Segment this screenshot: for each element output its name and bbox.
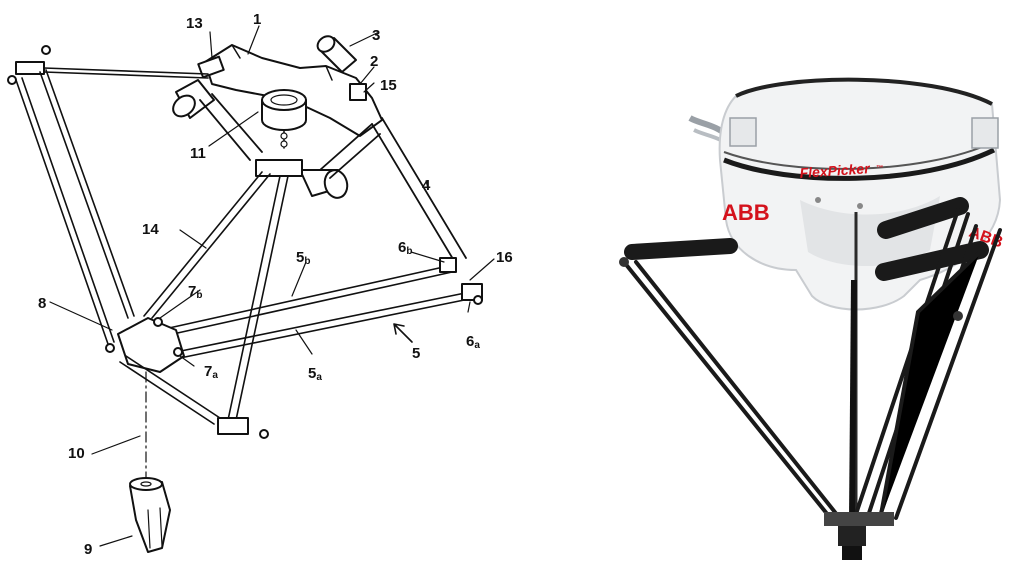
brand-logo: ABB [722, 200, 770, 225]
left-rod-inner [39, 69, 135, 319]
traveling-plate [824, 512, 894, 526]
joint-7a [173, 347, 183, 357]
side-bracket-left [729, 117, 757, 147]
traveling-plate [117, 317, 185, 373]
label-4: 4 [422, 177, 431, 194]
label-15: 15 [380, 77, 397, 94]
upper-arm-left [624, 238, 738, 260]
joint-6a [473, 295, 483, 305]
screw [857, 203, 863, 209]
joint-7b [153, 317, 163, 327]
screw [815, 197, 821, 203]
label-2: 2 [370, 53, 378, 70]
label-1: 1 [253, 11, 261, 28]
bottom-bracket [217, 417, 249, 435]
label-5: 5 [412, 345, 420, 362]
label-3: 3 [372, 27, 380, 44]
label-14: 14 [142, 221, 159, 238]
upper-arm-left [199, 93, 263, 161]
upper-arm-right-2 [875, 241, 989, 281]
patent-labels: 1 2 3 4 5 5a 5b 6a 6b 7a 7b 8 9 10 11 13 14 15 16 [38, 11, 513, 558]
upper-arm-right-1 [877, 197, 969, 239]
rod-joint [953, 311, 963, 321]
label-8: 8 [38, 295, 46, 312]
rod-joint [619, 257, 629, 267]
gripper-tip [842, 546, 862, 560]
label-13: 13 [186, 15, 203, 32]
center-motor-11 [261, 89, 307, 149]
label-11: 11 [190, 145, 206, 162]
label-16: 16 [496, 249, 513, 266]
gripper-tool [838, 526, 866, 546]
motor-front [299, 169, 349, 199]
left-rod-outer [15, 77, 115, 345]
robot-body-shading [800, 196, 940, 267]
label-6a: 6a [466, 333, 480, 351]
center-shaft-lower [849, 279, 857, 521]
joint-left [7, 75, 17, 85]
lower-rod-left [119, 355, 221, 425]
joint-8 [105, 343, 115, 353]
delta-robot-patent-drawing [7, 25, 495, 553]
gripper-9 [129, 477, 171, 553]
label-10: 10 [68, 445, 85, 462]
center-bracket [255, 159, 303, 177]
arrow-5 [393, 323, 413, 343]
product-name: FlexPicker [799, 160, 872, 181]
label-9: 9 [84, 541, 92, 558]
base-plate-edge [231, 44, 333, 81]
label-7b-subscript: b [196, 290, 202, 301]
robot-black-band-2 [723, 141, 995, 170]
rod-5a [175, 291, 475, 359]
joint-bottom [259, 429, 269, 439]
label-6b: 6b [398, 239, 412, 257]
bracket-15 [349, 83, 367, 101]
label-5b-subscript: b [304, 256, 310, 267]
bracket-13 [197, 55, 225, 79]
bracket-6b [439, 257, 457, 273]
label-6a-subscript: a [474, 340, 480, 351]
upper-arm-right [319, 123, 381, 179]
upper-arm-4 [371, 117, 467, 265]
rod-center-down [227, 175, 289, 421]
top-rod [43, 67, 209, 79]
joint-top-left [41, 45, 51, 55]
trademark-symbol: ™ [876, 165, 883, 172]
motor-3 [316, 35, 357, 73]
label-5a: 5a [308, 365, 322, 383]
label-6b-subscript: b [406, 246, 412, 257]
label-5a-subscript: a [316, 372, 322, 383]
label-7a-subscript: a [212, 370, 218, 381]
leader-lines [49, 25, 495, 547]
flexpicker-robot-photo: FlexPicker ™ ABB ABB [619, 77, 1005, 560]
rod-14 [143, 171, 271, 319]
robot-black-band [723, 147, 996, 181]
label-7a: 7a [204, 363, 218, 381]
motor-left [172, 79, 215, 119]
rod-5b [159, 265, 453, 337]
side-bracket-right [971, 117, 999, 149]
robot-top-rim [735, 77, 993, 106]
label-7b: 7b [188, 283, 202, 301]
label-5b: 5b [296, 249, 310, 267]
